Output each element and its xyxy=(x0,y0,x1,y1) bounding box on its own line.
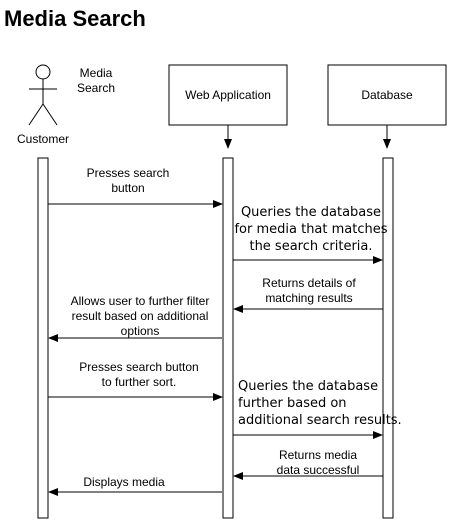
message-5-line-1: Presses search button xyxy=(79,360,198,374)
message-2-line-3: the search criteria. xyxy=(249,239,372,254)
participant-customer-label: Customer xyxy=(17,132,69,146)
message-2-line-2: for media that matches xyxy=(234,222,387,237)
message-7-line-1: Returns media xyxy=(279,448,357,462)
customer-lifeline-bar xyxy=(37,157,49,519)
web-application-lifeline-bar xyxy=(222,157,234,519)
message-6-line-1: Queries the database xyxy=(238,379,378,394)
note-line-1: Media xyxy=(80,66,113,80)
participant-database-label: Database xyxy=(361,88,413,102)
message-4-line-3: options xyxy=(121,324,160,338)
customer-actor-icon xyxy=(28,64,58,126)
message-4-line-1: Allows user to further filter xyxy=(71,294,210,308)
message-1-line-1: Presses search xyxy=(87,166,170,180)
message-6-line-3: additional search results. xyxy=(238,413,402,428)
message-2-line-1: Queries the database xyxy=(241,205,381,220)
participant-web-application-box xyxy=(168,64,288,126)
message-1-line-2: button xyxy=(111,181,144,195)
message-6-line-2: further based on xyxy=(238,396,347,411)
note-line-2: Search xyxy=(77,81,115,95)
message-8-line-1: Displays media xyxy=(83,475,165,489)
message-4-line-2: result based on additional xyxy=(72,309,209,323)
diagram-title: Media Search xyxy=(4,6,146,31)
message-3-line-1: Returns details of xyxy=(262,276,356,290)
participant-web-application-label: Web Application xyxy=(185,88,271,102)
message-7-line-2: data successful xyxy=(277,463,360,477)
message-5-line-2: to further sort. xyxy=(102,375,177,389)
participant-database-box xyxy=(327,64,447,126)
message-3-line-2: matching results xyxy=(265,291,352,305)
database-lifeline-bar xyxy=(382,157,394,519)
